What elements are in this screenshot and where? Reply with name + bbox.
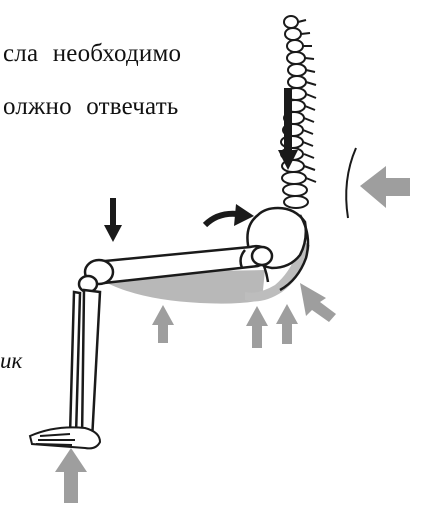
ischial-support-arrow-1 [246,306,268,348]
foot-support-arrow [55,448,87,503]
lower-leg-bones [70,290,100,440]
foot [30,427,100,448]
sacral-support-arrow [300,283,336,322]
back-support-arrow [360,166,410,208]
knee-load-arrow [104,198,122,242]
thigh-support-arrow [152,305,174,343]
knee [79,260,113,292]
ischial-support-arrow-2 [276,304,298,344]
pelvis-rotation-arrow [205,204,254,226]
backrest-curve [346,148,356,218]
